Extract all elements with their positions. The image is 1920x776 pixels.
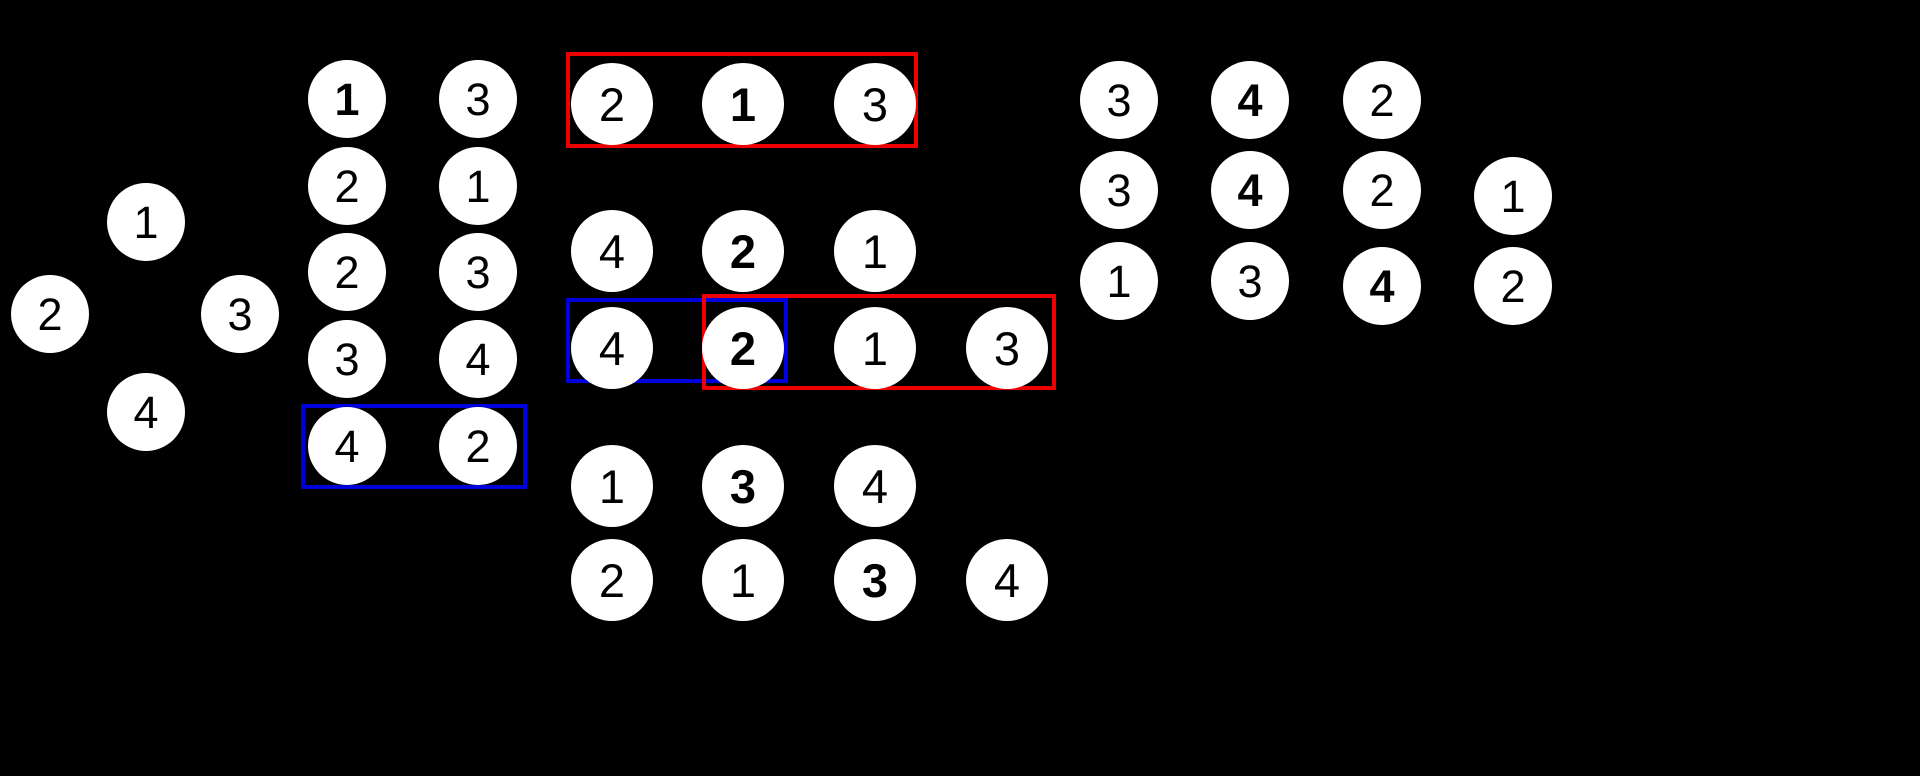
node-circle[interactable]: 4 [966,539,1048,621]
node-circle[interactable]: 2 [571,539,653,621]
node-circle[interactable]: 3 [702,445,784,527]
node-circle[interactable]: 3 [201,275,279,353]
node-circle[interactable]: 1 [1080,242,1158,320]
node-circle[interactable]: 3 [308,320,386,398]
node-circle[interactable]: 3 [834,63,916,145]
node-circle[interactable]: 1 [834,307,916,389]
node-circle[interactable]: 3 [966,307,1048,389]
node-circle[interactable]: 2 [439,407,517,485]
node-circle[interactable]: 2 [1343,61,1421,139]
node-circle[interactable]: 3 [1080,61,1158,139]
node-circle[interactable]: 2 [702,307,784,389]
node-circle[interactable]: 3 [439,233,517,311]
node-circle[interactable]: 4 [1211,61,1289,139]
node-circle[interactable]: 4 [571,307,653,389]
node-circle[interactable]: 2 [308,147,386,225]
node-circle[interactable]: 4 [1343,247,1421,325]
node-circle[interactable]: 1 [107,183,185,261]
node-circle[interactable]: 1 [834,210,916,292]
node-circle[interactable]: 4 [834,445,916,527]
node-circle[interactable]: 2 [1474,247,1552,325]
node-circle[interactable]: 3 [1080,151,1158,229]
node-circle[interactable]: 4 [571,210,653,292]
node-circle[interactable]: 2 [571,63,653,145]
node-circle[interactable]: 4 [439,320,517,398]
node-circle[interactable]: 1 [439,147,517,225]
node-circle[interactable]: 3 [439,60,517,138]
node-circle[interactable]: 1 [702,63,784,145]
node-circle[interactable]: 4 [107,373,185,451]
node-circle[interactable]: 2 [1343,151,1421,229]
node-circle[interactable]: 3 [834,539,916,621]
node-circle[interactable]: 2 [702,210,784,292]
node-circle[interactable]: 1 [702,539,784,621]
node-circle[interactable]: 3 [1211,242,1289,320]
node-circle[interactable]: 1 [308,60,386,138]
node-circle[interactable]: 4 [1211,151,1289,229]
node-circle[interactable]: 1 [1474,157,1552,235]
node-circle[interactable]: 2 [11,275,89,353]
node-circle[interactable]: 4 [308,407,386,485]
node-circle[interactable]: 2 [308,233,386,311]
node-circle[interactable]: 1 [571,445,653,527]
